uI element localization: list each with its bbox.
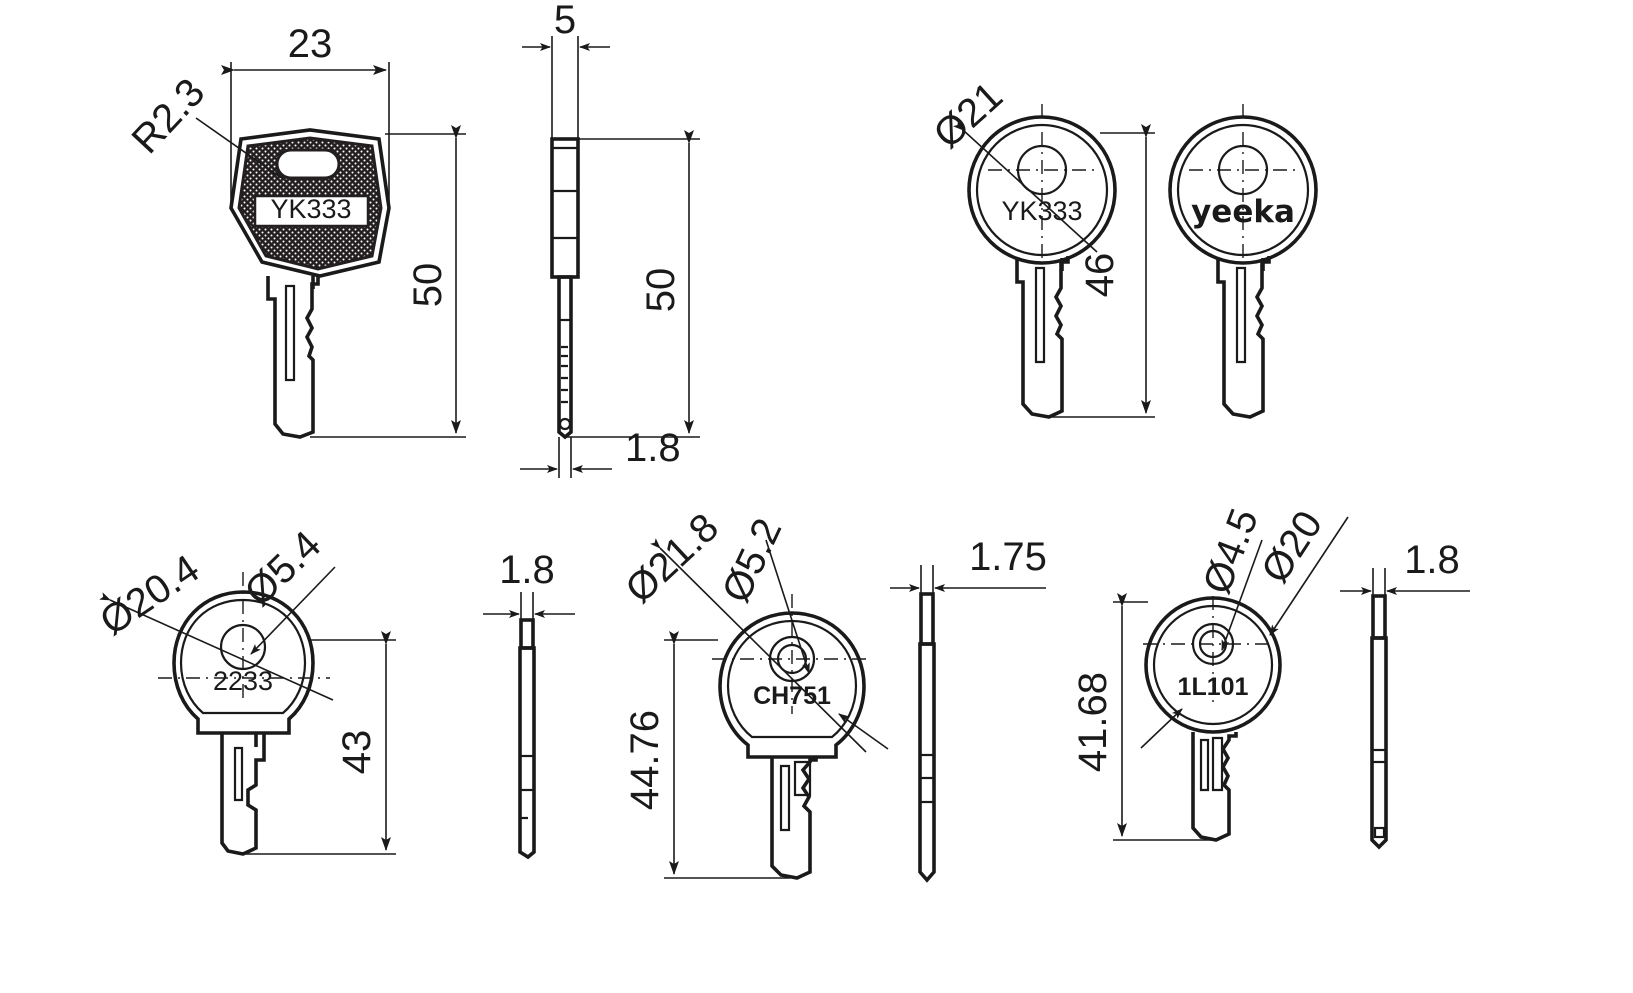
leader-1l101-head (1140, 708, 1183, 749)
dim-1-8-a-text: 1.8 (625, 426, 681, 470)
head-hole (275, 148, 341, 180)
dim-50-side-text: 50 (639, 268, 683, 313)
dim-50-front-text: 50 (406, 263, 450, 308)
dim-50-front: 50 (310, 125, 466, 438)
dim-23: 23 (221, 22, 390, 208)
view-yk333-side: 5 50 1.8 (520, 0, 700, 478)
dim-41-68: 41.68 (1071, 593, 1213, 841)
key-1l101-label: 1L101 (1178, 673, 1249, 701)
dim-1-8-c: 1.8 (1340, 538, 1470, 596)
leader-ch751-head (838, 713, 889, 750)
dim-43: 43 (243, 631, 396, 855)
key-2233-label: 2233 (213, 666, 273, 696)
dim-1-75-text: 1.75 (969, 535, 1047, 579)
head-label-text: YK333 (270, 194, 351, 224)
blade-groove (284, 284, 296, 382)
dim-1-8-a: 1.8 (520, 426, 681, 478)
head-outline (229, 128, 391, 278)
view-ch751-side: 1.75 (890, 535, 1047, 883)
dim-5: 5 (522, 0, 610, 139)
dim-1-75: 1.75 (890, 535, 1047, 594)
dim-23-text: 23 (288, 22, 333, 66)
head-label-plate (253, 194, 370, 228)
view-yeeka-round-front: yeeka (1168, 104, 1318, 419)
dim-43-text: 43 (335, 730, 379, 775)
dim-44-76: 44.76 (623, 631, 790, 879)
view-1l101-side: 1.8 (1340, 538, 1470, 850)
round-head-label: YK333 (1001, 196, 1082, 226)
dim-5-text: 5 (554, 0, 576, 42)
view-2233-side: 1.8 (483, 548, 575, 860)
dim-46: 46 (1049, 124, 1155, 418)
dim-1-8-b-text: 1.8 (499, 548, 555, 592)
dim-46-text: 46 (1078, 253, 1122, 298)
dim-41-68-text: 41.68 (1071, 672, 1115, 772)
dim-1-8-c-text: 1.8 (1404, 538, 1460, 582)
dim-1-8-b: 1.8 (483, 548, 575, 620)
dim-44-76-text: 44.76 (623, 710, 667, 810)
brand-label: yeeka (1191, 194, 1295, 230)
dim-50-side: 50 (565, 130, 700, 438)
